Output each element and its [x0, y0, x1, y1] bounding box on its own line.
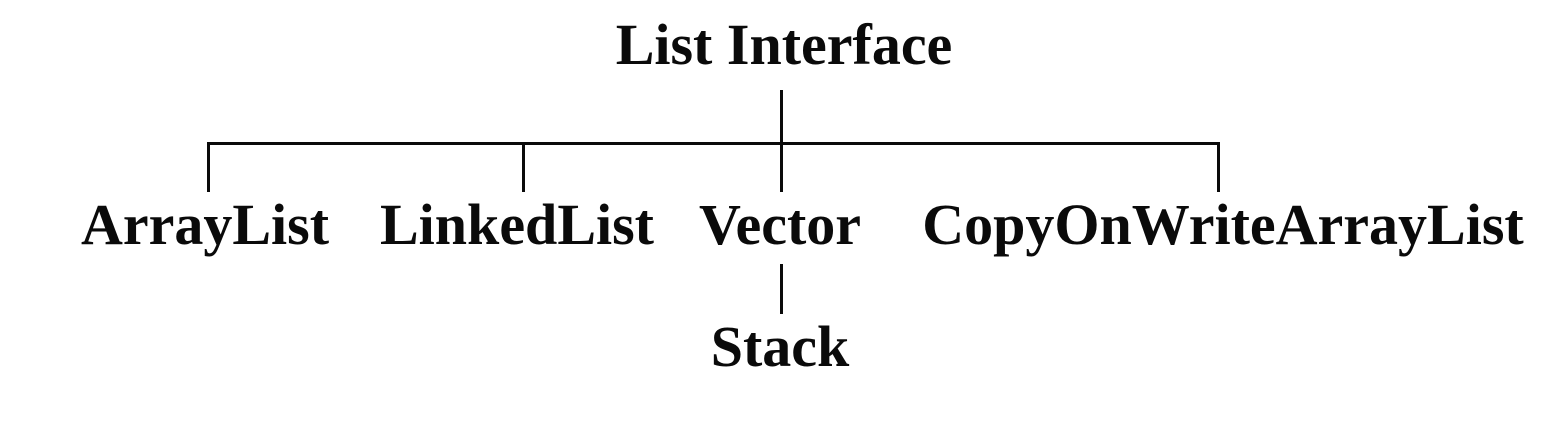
node-stack: Stack	[710, 314, 850, 379]
connector-tick-arraylist	[207, 142, 210, 192]
node-copyonwritearraylist: CopyOnWriteArrayList	[922, 192, 1524, 257]
connector-horizontal-bar	[207, 142, 1220, 145]
connector-vector-to-stack-stem	[780, 264, 783, 314]
node-vector: Vector	[698, 192, 862, 257]
connector-tick-copyonwritearraylist	[1217, 142, 1220, 192]
connector-root-to-vector-stem	[780, 90, 783, 192]
node-list-interface: List Interface	[615, 12, 953, 77]
connector-tick-linkedlist	[522, 142, 525, 192]
node-linkedlist: LinkedList	[380, 192, 654, 257]
node-arraylist: ArrayList	[80, 192, 330, 257]
